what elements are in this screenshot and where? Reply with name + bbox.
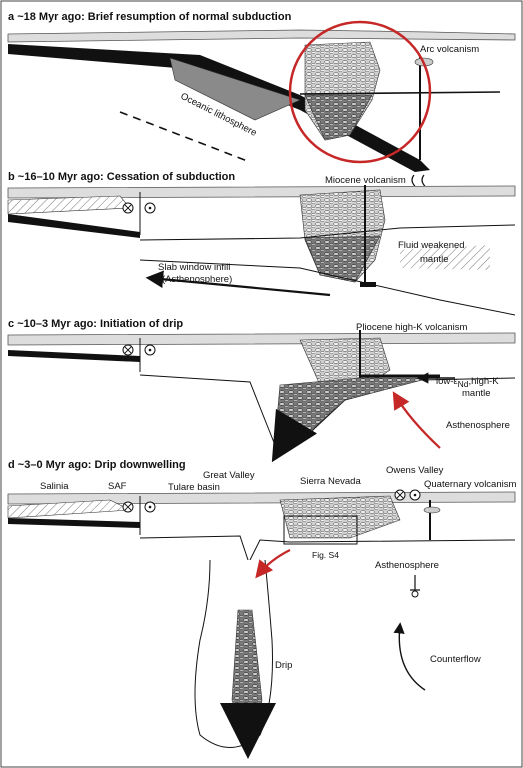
label-great-valley: Great Valley [203,470,255,481]
panel-a-highlight-circle [288,20,432,164]
label-mantle: mantle [420,254,449,265]
label-quaternary: Quaternary volcanism [424,479,516,490]
panel-a-dashed-line [119,111,251,163]
label-fig-s4: Fig. S4 [312,550,339,560]
panel-c-upwelling-arrow [392,391,441,449]
panel-d-drip-body [194,559,273,748]
label-salinia: Salinia [40,481,69,492]
panel-a-crust [7,29,516,43]
panel-b-moho [139,224,516,241]
label-low-end: low-εNd,high-K [436,376,499,389]
panel-d-title: d ~3–0 Myr ago: Drip downwelling [8,459,186,471]
panel-a-slab [8,44,430,172]
panel-b-conduit-base [360,282,376,287]
panel-b-hatch-left [7,195,131,215]
panel-b-root [304,235,381,283]
panel-c-title: c ~10–3 Myr ago: Initiation of drip [8,318,183,330]
panel-d-fig-s4-box [283,515,358,545]
label-pliocene: Pliocene high-K volcanism [356,322,468,333]
label-saf: SAF [108,481,127,492]
panel-a-wedge [169,57,301,121]
label-mantle-c: mantle [462,388,491,399]
label-asthenosphere-d: Asthenosphere [375,560,439,571]
panel-b-slab [8,214,140,238]
label-asthenosphere-b: (Asthenosphere) [162,274,232,285]
label-asthenosphere-c: Asthenosphere [446,420,510,431]
label-slab-window: Slab window infill [158,262,230,273]
label-fluid-weakened: Fluid weakened [398,240,465,251]
panel-d-slab [8,518,140,528]
panel-d-batholith [279,495,401,539]
label-sierra: Sierra Nevada [300,476,361,487]
label-miocene-volcanism: Miocene volcanism [325,175,406,186]
label-tulare: Tulare basin [168,482,220,493]
panel-b-fluid-zone [400,245,490,270]
panel-b-title: b ~16–10 Myr ago: Cessation of subductio… [8,171,235,183]
panel-c-drip-root [274,377,431,441]
panel-a-moho [299,91,501,95]
panel-d-volcano-icon [423,506,441,514]
panel-b: b ~16–10 Myr ago: Cessation of subductio… [7,171,516,316]
label-drip: Drip [275,660,292,671]
panel-c-slab [8,350,140,362]
panel-d-red-arrow [255,549,291,579]
panel-a: a ~18 Myr ago: Brief resumption of norma… [7,11,516,196]
panel-d-counterflow-arrow [393,622,426,691]
panel-b-infill-arrow [145,270,331,297]
label-counterflow: Counterflow [430,654,481,665]
panel-c-crust [7,332,516,346]
label-owens: Owens Valley [386,465,444,476]
panel-a-title: a ~18 Myr ago: Brief resumption of norma… [8,11,292,23]
panel-b-crust [7,185,516,199]
panel-d-moho [249,539,516,561]
panel-a-root [304,94,373,141]
label-arc-volcanism: Arc volcanism [420,44,479,55]
panel-c-drip-arrow [271,408,318,463]
panel-c: c ~10–3 Myr ago: Initiation of drip Plio… [7,318,516,463]
panel-d: d ~3–0 Myr ago: Drip downwelling Salinia… [7,459,516,759]
